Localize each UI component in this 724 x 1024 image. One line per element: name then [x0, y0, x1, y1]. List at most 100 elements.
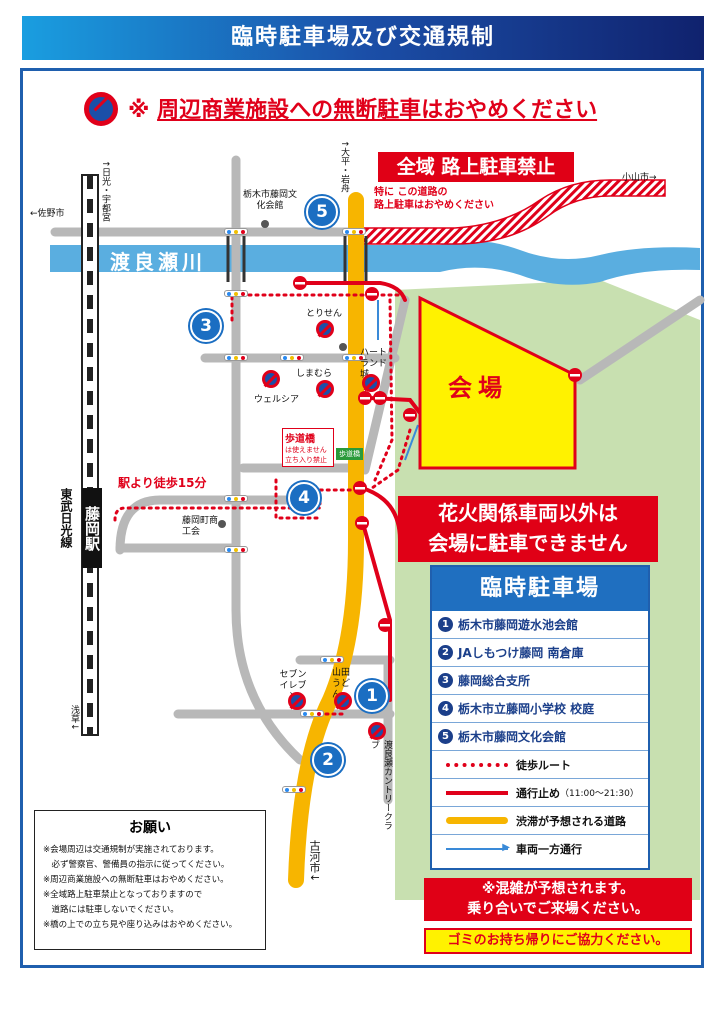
lot-name: 栃木市藤岡遊水池会館: [458, 618, 579, 632]
label-torisen: とりせん: [306, 309, 343, 319]
fireworks-notice: 花火関係車両以外は 会場に駐車できません: [398, 496, 658, 562]
lot-name: 栃木市藤岡文化会館: [458, 730, 567, 744]
closure-time: （11:00～21:30）: [560, 789, 639, 799]
road-station: [115, 495, 305, 555]
walk-time-label: 駅より徒歩15分: [118, 476, 207, 490]
congestion-label: 渋滞が予想される道路: [516, 814, 626, 828]
notice-line: ※全域路上駐車禁止となっておりますので: [43, 890, 203, 900]
notice-line: ※周辺商業施設への無断駐車はおやめください。: [43, 875, 229, 885]
closure-north: [298, 281, 407, 302]
no-parking-icon: [288, 692, 306, 710]
lot-number: 5: [438, 729, 453, 744]
ban-area-note: 特に この道路の 路上駐車はおやめください: [374, 186, 494, 212]
direction-asakusa: 浅草↓: [69, 705, 79, 731]
no-parking-icon: [262, 370, 280, 388]
title-banner: 臨時駐車場及び交通規制: [22, 16, 704, 60]
lot-number: 2: [438, 645, 453, 660]
traffic-light: [224, 290, 248, 297]
label-bunka-kaikan: 栃木市藤岡文化会館: [242, 190, 297, 211]
traffic-light: [224, 228, 248, 235]
oneway-2: [404, 424, 419, 461]
ban-area-title: 全域 路上駐車禁止: [378, 152, 574, 182]
walk-venue2: [370, 428, 412, 490]
parking-marker-2[interactable]: 2: [312, 744, 344, 776]
walk-route-symbol: [446, 762, 508, 767]
crowd-line1: ※混雑が予想されます。: [481, 881, 635, 897]
closure-label: 通行止め: [516, 786, 560, 800]
direction-oyama: 小山市→: [622, 173, 657, 183]
congestion-symbol: [446, 817, 508, 824]
lot-number: 3: [438, 673, 453, 688]
bridge-notice-title: 歩道橋: [285, 434, 315, 445]
parking-marker-1[interactable]: 1: [356, 680, 388, 712]
river-label: 渡良瀬川: [110, 250, 206, 274]
no-parking-icon: [84, 92, 118, 126]
bridge-sign: 歩道橋: [336, 448, 363, 460]
stop-signs: [293, 276, 582, 632]
legend-closure: 通行止め（11:00～21:30）: [432, 779, 648, 807]
legend-title: 臨時駐車場: [432, 567, 648, 611]
no-parking-icon: [368, 722, 386, 740]
lot-name: JAしもつけ藤岡 南倉庫: [458, 646, 584, 660]
lot-number: 1: [438, 617, 453, 632]
no-parking-icon: [362, 374, 380, 392]
legend-lot-1: 1 栃木市藤岡遊水池会館: [432, 611, 648, 639]
walk-school: [274, 478, 320, 520]
ban-note-line2: 路上駐車はおやめください: [374, 200, 494, 211]
notice-title: お願い: [129, 820, 171, 836]
legend-lot-3: 3 藤岡総合支所: [432, 667, 648, 695]
railway: [81, 174, 99, 736]
congestion-road: [288, 192, 364, 888]
ban-note-line1: 特に この道路の: [374, 187, 448, 198]
bridge-notice-sub: は使えません: [285, 446, 327, 454]
garbage-notice: ゴミのお持ち帰りにご協力ください。: [424, 928, 692, 954]
label-welcia: ウェルシア: [254, 395, 300, 405]
oneway-arrow-icon: ▶: [446, 842, 510, 852]
walk-route-label: 徒歩ルート: [516, 758, 571, 772]
request-notice: お願い ※会場周辺は交通規制が実施されております。 必ず警察官、警備員の指示に従…: [34, 810, 266, 950]
road-west: [231, 155, 305, 765]
notice-line: 必ず警察官、警備員の指示に従ってください。: [43, 860, 230, 870]
warning-text: 周辺商業施設への無断駐車はおやめください: [157, 98, 598, 123]
line-name: 東武日光線: [59, 488, 73, 548]
direction-nikko: ↑日光・宇都宮: [100, 160, 110, 222]
hatched-road: [359, 179, 666, 245]
fireworks-line2: 会場に駐車できません: [428, 531, 628, 555]
closure-east: [360, 486, 402, 542]
traffic-light: [224, 546, 248, 553]
crowd-notice: ※混雑が予想されます。 乗り合いでご来場ください。: [424, 878, 692, 921]
parking-marker-4[interactable]: 4: [288, 482, 320, 514]
lot-name: 藤岡総合支所: [458, 674, 531, 688]
traffic-light: [300, 710, 324, 717]
notice-line: ※橋の上での立ち見や座り込みはおやめください。: [43, 920, 238, 930]
legend-congestion: 渋滞が予想される道路: [432, 807, 648, 835]
venue-label: 会場: [448, 374, 508, 402]
traffic-light: [280, 354, 304, 361]
legend-oneway: ▶ 車両一方通行: [432, 835, 648, 862]
no-parking-icon: [316, 380, 334, 398]
legend-lot-2: 2 JAしもつけ藤岡 南倉庫: [432, 639, 648, 667]
direction-koga: 古河市↓: [308, 840, 321, 883]
oneway-label: 車両一方通行: [516, 842, 582, 856]
closure-south: [360, 518, 392, 702]
venue-shape: [418, 295, 577, 470]
notice-line: ※会場周辺は交通規制が実施されております。: [43, 845, 219, 855]
lot-name: 栃木市立藤岡小学校 校庭: [458, 702, 595, 716]
label-shokokai: 藤岡町商工会: [182, 516, 219, 537]
road-venue: [360, 295, 410, 475]
direction-ohira: ↑大平・岩舟: [339, 140, 349, 193]
label-shimamura: しまむら: [296, 369, 333, 379]
parking-marker-5[interactable]: 5: [306, 196, 338, 228]
fireworks-line1: 花火関係車両以外は: [438, 501, 618, 525]
traffic-light: [342, 354, 366, 361]
traffic-light: [224, 495, 248, 502]
parking-marker-3[interactable]: 3: [190, 310, 222, 342]
bridge-notice: 歩道橋 は使えません 立ち入り禁止: [282, 428, 334, 467]
bridge-notice-sub2: 立ち入り禁止: [285, 456, 327, 464]
warning-message: ※ 周辺商業施設への無断駐車はおやめください: [128, 92, 597, 124]
label-country-club: 渡良瀬カントリークラブ: [369, 740, 392, 830]
closure-symbol: [446, 790, 508, 795]
road-east: [575, 295, 705, 385]
no-parking-icon: [316, 320, 334, 338]
